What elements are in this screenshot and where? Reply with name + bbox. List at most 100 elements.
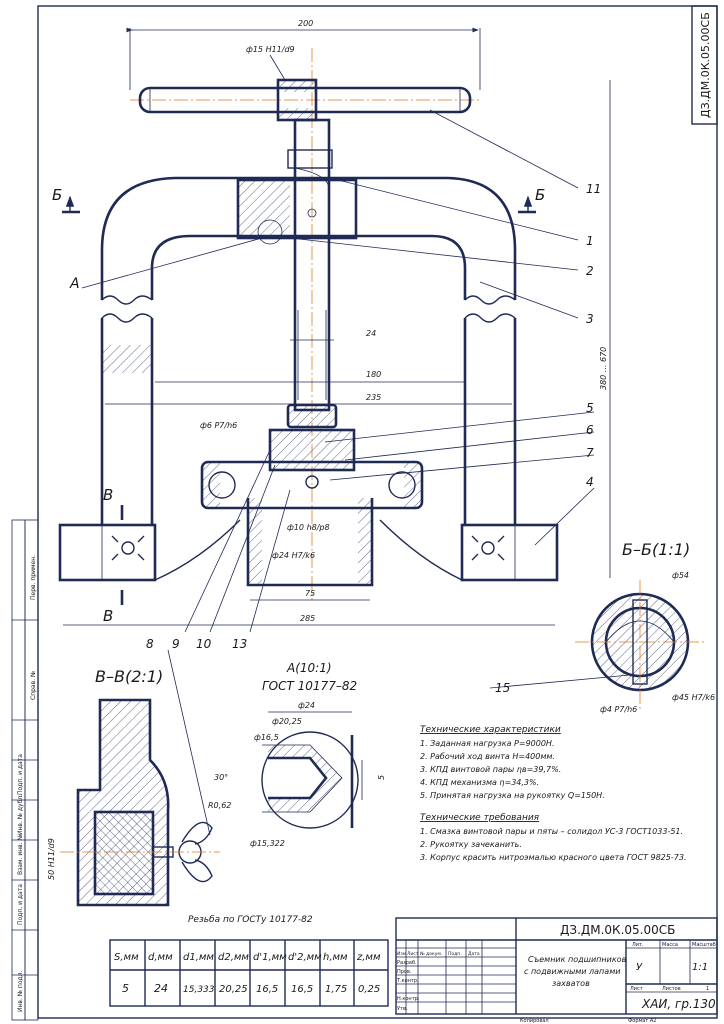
tv-7: 0,25 <box>358 984 380 995</box>
dimensions-main: 200 ф15 H11/d9 380 ... 670 24 180 235 ф6… <box>63 19 611 626</box>
callout-3: 3 <box>586 312 594 326</box>
side-stamp-5: Подп. и дата <box>17 884 24 925</box>
side-stamp-2: Подп. и дата <box>17 754 24 795</box>
callout-9: 9 <box>172 637 180 651</box>
drawing-code: ДЗ.ДМ.0К.05.00СБ <box>560 923 675 937</box>
tv-5: 16,5 <box>291 984 313 995</box>
tech-req-heading: Технические требования <box>420 813 540 823</box>
litera-value: У <box>636 962 643 973</box>
mass-label: Масса <box>662 942 678 948</box>
title-line-2: с подвижными лапами <box>524 967 620 976</box>
sheets-count: 1 <box>706 986 709 992</box>
lit-label: Лит. <box>632 942 644 948</box>
section-b-left: Б <box>52 186 62 204</box>
section-v-bottom: В <box>103 607 113 625</box>
dim-height: 380 ... 670 <box>599 347 608 390</box>
a-phi20: ф20,25 <box>272 717 302 726</box>
organization: ХАИ, гр.130 <box>641 997 716 1011</box>
tech-char-2: 2. Рабочий ход винта Н=400мм. <box>420 752 555 761</box>
tv-6: 1,75 <box>325 984 347 995</box>
section-vv: В–В(2:1) 50 H11/d9 Резьба по ГОСТу 10177… <box>47 667 313 925</box>
screw <box>287 118 333 412</box>
title-block: Изм Лист № докум. Подп. Дата Разраб. Про… <box>395 917 718 1024</box>
stamp-role-0: Разраб. <box>397 960 417 966</box>
tech-req-2: 2. Рукоятку зачеканить. <box>420 840 522 849</box>
callout-15: 15 <box>495 681 510 695</box>
stamp-col-4: Дата <box>468 951 480 957</box>
dim-top-width: 200 <box>298 19 313 28</box>
side-stamp-0: Перв. примен. <box>30 555 37 600</box>
bb-phi45: ф45 H7/k6 <box>672 693 715 702</box>
stamp-role-2: Т.контр. <box>396 978 419 984</box>
side-stamp-3: Инв. № дубл. <box>17 794 24 835</box>
tv-4: 16,5 <box>256 984 278 995</box>
dim-fit-6: ф6 P7/h6 <box>200 421 237 430</box>
dim-235: 235 <box>366 393 381 402</box>
section-marks-b: Б Б <box>52 186 545 214</box>
detail-a: А(10:1) ГОСТ 10177–82 ф24 ф20,25 ф16,5 3… <box>208 661 386 848</box>
side-stamp-4: Взам. инв. № <box>17 834 24 875</box>
stamp-col-3: Подп. <box>448 951 462 957</box>
bb-phi4: ф4 P7/h6 <box>600 705 637 714</box>
stamp-col-2: № докум. <box>420 951 442 957</box>
tech-req-3: 3. Корпус красить нитроэмалью красного ц… <box>420 853 686 862</box>
tech-char-1: 1. Заданная нагрузка Р=9000Н. <box>420 739 554 748</box>
tech-req-1: 1. Смазка винтовой пары и пяты – солидол… <box>420 827 683 836</box>
stamp-role-1: Пров. <box>397 969 412 975</box>
sheets-label: Листов <box>662 986 681 992</box>
th-5: d'2,мм <box>288 952 322 963</box>
tv-3: 20,25 <box>219 984 248 995</box>
detail-mark-a: А <box>69 276 80 292</box>
thread-note: Резьба по ГОСТу 10177-82 <box>188 915 313 925</box>
dim-handle-fit: ф15 H11/d9 <box>246 45 295 54</box>
sheet-frame: Перв. примен. Справ. № Подп. и дата Инв.… <box>11 5 718 1021</box>
title-line-3: захватов <box>552 979 590 988</box>
dim-screw-d: 24 <box>366 329 376 338</box>
th-2: d1,мм <box>183 952 214 963</box>
stamp-col-1: Лист <box>407 951 419 957</box>
tech-char-3: 3. КПД винтовой пары ηв=39,7%. <box>420 765 561 774</box>
side-stamp-6: Инв. № подл. <box>17 971 24 1012</box>
tv-1: 24 <box>154 982 168 995</box>
detail-a-gost: ГОСТ 10177–82 <box>262 679 357 693</box>
leader-lines <box>167 109 631 836</box>
side-stamp-1: Справ. № <box>30 671 37 700</box>
vv-fit: 50 H11/d9 <box>47 838 56 880</box>
section-b-right: Б <box>535 186 545 204</box>
tech-char-5: 5. Принятая нагрузка на рукоятку Q=150Н. <box>420 791 605 800</box>
callout-13: 13 <box>232 637 247 651</box>
callout-6: 6 <box>586 423 594 437</box>
a-radius: R0,62 <box>208 801 231 810</box>
dim-24-fit: ф24 H7/k6 <box>272 551 315 560</box>
tv-2: 15,333 <box>183 985 215 995</box>
dim-285: 285 <box>300 614 315 623</box>
technical-text: Технические характеристики 1. Заданная н… <box>420 725 686 862</box>
stamp-col-0: Изм <box>397 951 406 957</box>
bb-phi54: ф54 <box>672 571 689 580</box>
a-phi15: ф15,322 <box>250 839 285 848</box>
section-v-top: В <box>103 486 113 504</box>
stamp-role-5: Утв. <box>397 1006 408 1012</box>
scale-value: 1:1 <box>692 962 708 973</box>
code-rotated: ДЗ.ДМ.0К.05.00СБ <box>699 12 712 118</box>
callout-2: 2 <box>586 264 594 278</box>
th-7: z,мм <box>356 952 381 963</box>
th-6: h,мм <box>323 952 348 963</box>
scale-label: Масштаб <box>692 942 716 948</box>
dim-75: 75 <box>305 589 315 598</box>
tv-0: 5 <box>122 982 129 995</box>
dim-10: ф10 h8/p8 <box>287 523 330 532</box>
section-vv-title: В–В(2:1) <box>95 667 163 686</box>
title-line-1: Съемник подшипников <box>528 955 627 964</box>
a-pitch: 5 <box>377 775 386 780</box>
th-0: S,мм <box>114 952 139 963</box>
side-stamp: Перв. примен. Справ. № Подп. и дата Инв.… <box>11 519 39 1021</box>
dim-180: 180 <box>366 370 381 379</box>
section-marks-v: В В <box>103 486 124 625</box>
callout-11: 11 <box>586 182 601 196</box>
callout-8: 8 <box>146 637 154 651</box>
tech-char-heading: Технические характеристики <box>420 725 561 735</box>
stamp-role-4: Н.контр. <box>397 996 420 1002</box>
thread-table: S,мм d,мм d1,мм d2,мм d'1,мм d'2,мм h,мм… <box>109 939 389 1007</box>
